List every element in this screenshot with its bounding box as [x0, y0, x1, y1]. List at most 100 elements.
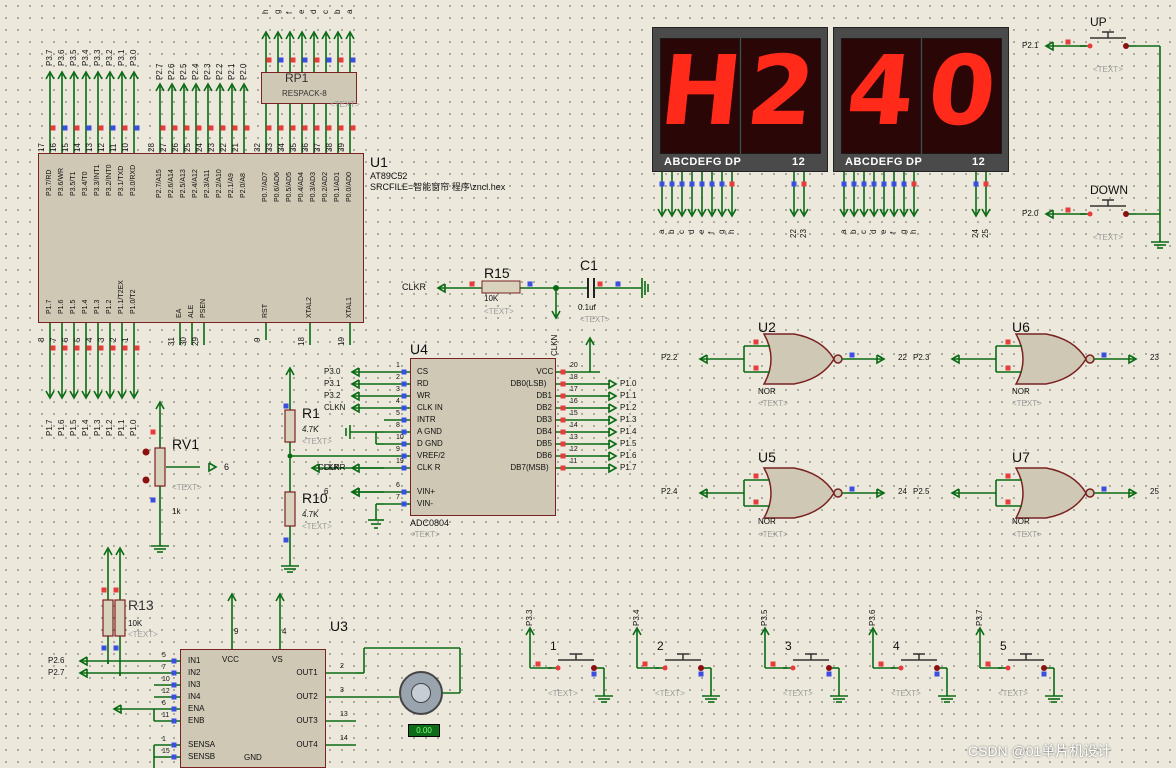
button-4[interactable] — [899, 650, 939, 670]
u1-p2-pin-1: 27 — [159, 143, 168, 152]
u5-ref: U5 — [758, 449, 776, 465]
u4-text: <TEXT> — [410, 530, 440, 539]
up-button-ref: UP — [1090, 15, 1107, 29]
u1-p1-net-1: P1.6 — [57, 419, 66, 436]
u3-motor-driver[interactable] — [180, 649, 326, 768]
u4-left-inside-7: VREF/2 — [417, 451, 446, 460]
u1-p1-inside-7: P1.0/T2 — [130, 289, 137, 314]
u4-left-inside-4: INTR — [417, 415, 436, 424]
u7-nor-gate — [1014, 467, 1087, 519]
u1-p2-net-3: P2.4 — [191, 63, 200, 80]
u4-left-pin-6: 10 — [396, 434, 404, 441]
u1-p3-net-7: P3.0 — [129, 49, 138, 66]
row-button-ref-4: 5 — [1000, 639, 1007, 653]
rv1-potentiometer[interactable] — [152, 448, 166, 486]
u7-type: NOR — [1012, 517, 1030, 526]
rp1-label: RESPACK-8 — [282, 89, 327, 98]
row-button-text-0: <TEXT> — [548, 689, 578, 698]
u4-clkr-net: CLKR — [318, 463, 340, 472]
u1-p2-net-4: P2.3 — [203, 63, 212, 80]
row-button-net-1: P3.4 — [632, 609, 641, 626]
u1-p3-inside-1: P3.6/WR — [58, 167, 65, 196]
u4-left-net-1: P3.1 — [324, 379, 341, 388]
button-3[interactable] — [791, 650, 831, 670]
u6-net-out: 23 — [1150, 353, 1159, 362]
up-text: <TEXT> — [1093, 65, 1123, 74]
display-right-pin-6: g — [899, 229, 908, 234]
r1-resistor[interactable] — [284, 409, 296, 443]
r10-value: 4.7K — [302, 510, 319, 519]
button-2[interactable] — [663, 650, 703, 670]
u1-p2-pin-3: 25 — [183, 143, 192, 152]
display-left-com-0: 22 — [789, 229, 798, 238]
u4-right-inside-5: DB4 — [536, 427, 552, 436]
u1-xtal2: XTAL2 — [306, 297, 313, 318]
u3-left-inside-0: IN1 — [188, 656, 201, 665]
u1-microcontroller[interactable] — [38, 153, 364, 323]
display-right-com-label: 12 — [972, 156, 986, 168]
u1-p3-pin-5: 12 — [97, 143, 106, 152]
r13-resistor-a[interactable] — [102, 599, 114, 637]
display-left-pin-3: d — [687, 229, 696, 234]
u2-net-out: 22 — [898, 353, 907, 362]
u3-left-pin-4: 6 — [162, 700, 166, 707]
display-right-pin-4: e — [879, 229, 888, 234]
u1-p1-net-3: P1.4 — [81, 419, 90, 436]
down-button[interactable] — [1088, 196, 1134, 212]
rv1-resistor-body[interactable] — [154, 447, 166, 487]
u1-p1-net-6: P1.1 — [117, 419, 126, 436]
u3-left-inside-7: SENSB — [188, 752, 216, 761]
u4-left-pin-3: 4 — [396, 398, 400, 405]
u2-ref: U2 — [758, 319, 776, 335]
display-right-pin-3: d — [869, 229, 878, 234]
u4-left-pin-10: 7 — [396, 494, 400, 501]
u4-right-inside-1: DB0(LSB) — [510, 379, 547, 388]
u5-net-in: P2.4 — [661, 487, 678, 496]
u2-type: NOR — [758, 387, 776, 396]
u1-p1-pin-3: 5 — [73, 337, 82, 342]
dc-motor[interactable] — [399, 671, 443, 715]
u4-left-net-0: P3.0 — [324, 367, 341, 376]
u1-p0-pin-0: 32 — [253, 143, 262, 152]
u1-p0-inside-1: P0.6/AD6 — [274, 172, 281, 202]
u4-right-net-7: P1.6 — [620, 451, 637, 460]
row-button-text-1: <TEXT> — [655, 689, 685, 698]
r13-resistor-b[interactable] — [114, 599, 126, 637]
u1-p0-inside-4: P0.3/AD3 — [310, 172, 317, 202]
r13-text: <TEXT> — [128, 630, 158, 639]
display-right-com-0: 24 — [971, 229, 980, 238]
u3-left-inside-4: ENA — [188, 704, 205, 713]
u1-p1-net-5: P1.2 — [105, 419, 114, 436]
u4-left-inside-10: VIN- — [417, 499, 433, 508]
u1-p1-pin-4: 4 — [85, 337, 94, 342]
u7-ref: U7 — [1012, 449, 1030, 465]
u1-p1-net-0: P1.7 — [45, 419, 54, 436]
u1-p0-pin-4: 36 — [301, 143, 310, 152]
u4-right-pin-2: 17 — [570, 386, 578, 393]
r10-resistor[interactable] — [284, 491, 296, 527]
u3-left-inside-6: SENSA — [188, 740, 216, 749]
u3-net-p26: P2.6 — [48, 656, 65, 665]
u3-right-inside-0: OUT1 — [296, 668, 318, 677]
rv1-value: 1k — [172, 507, 181, 516]
up-button[interactable] — [1088, 28, 1134, 44]
c1-value: 0.1uf — [578, 303, 596, 312]
u1-p3-net-0: P3.7 — [45, 49, 54, 66]
u7-net-in: P2.5 — [913, 487, 930, 496]
u1-p2-net-2: P2.5 — [179, 63, 188, 80]
u4-right-inside-6: DB5 — [536, 439, 552, 448]
u4-adc[interactable] — [410, 358, 556, 516]
rp1-resistor-pack[interactable] — [261, 72, 357, 104]
u1-p1-pin-2: 6 — [61, 337, 70, 342]
button-5[interactable] — [1006, 650, 1046, 670]
u4-right-pin-7: 12 — [570, 446, 578, 453]
u1-p0-pin-1: 33 — [265, 143, 274, 152]
u1-p1-inside-6: P1.1/T2EX — [118, 280, 125, 314]
rv1-ref: RV1 — [172, 436, 199, 452]
r15-ref: R15 — [484, 265, 510, 281]
button-1[interactable] — [556, 650, 596, 670]
u1-p0-pin-3: 35 — [289, 143, 298, 152]
u1-p0-net-2: f — [285, 11, 294, 14]
u3-left-inside-5: ENB — [188, 716, 205, 725]
u1-p2-inside-6: P2.1/A9 — [228, 173, 235, 198]
